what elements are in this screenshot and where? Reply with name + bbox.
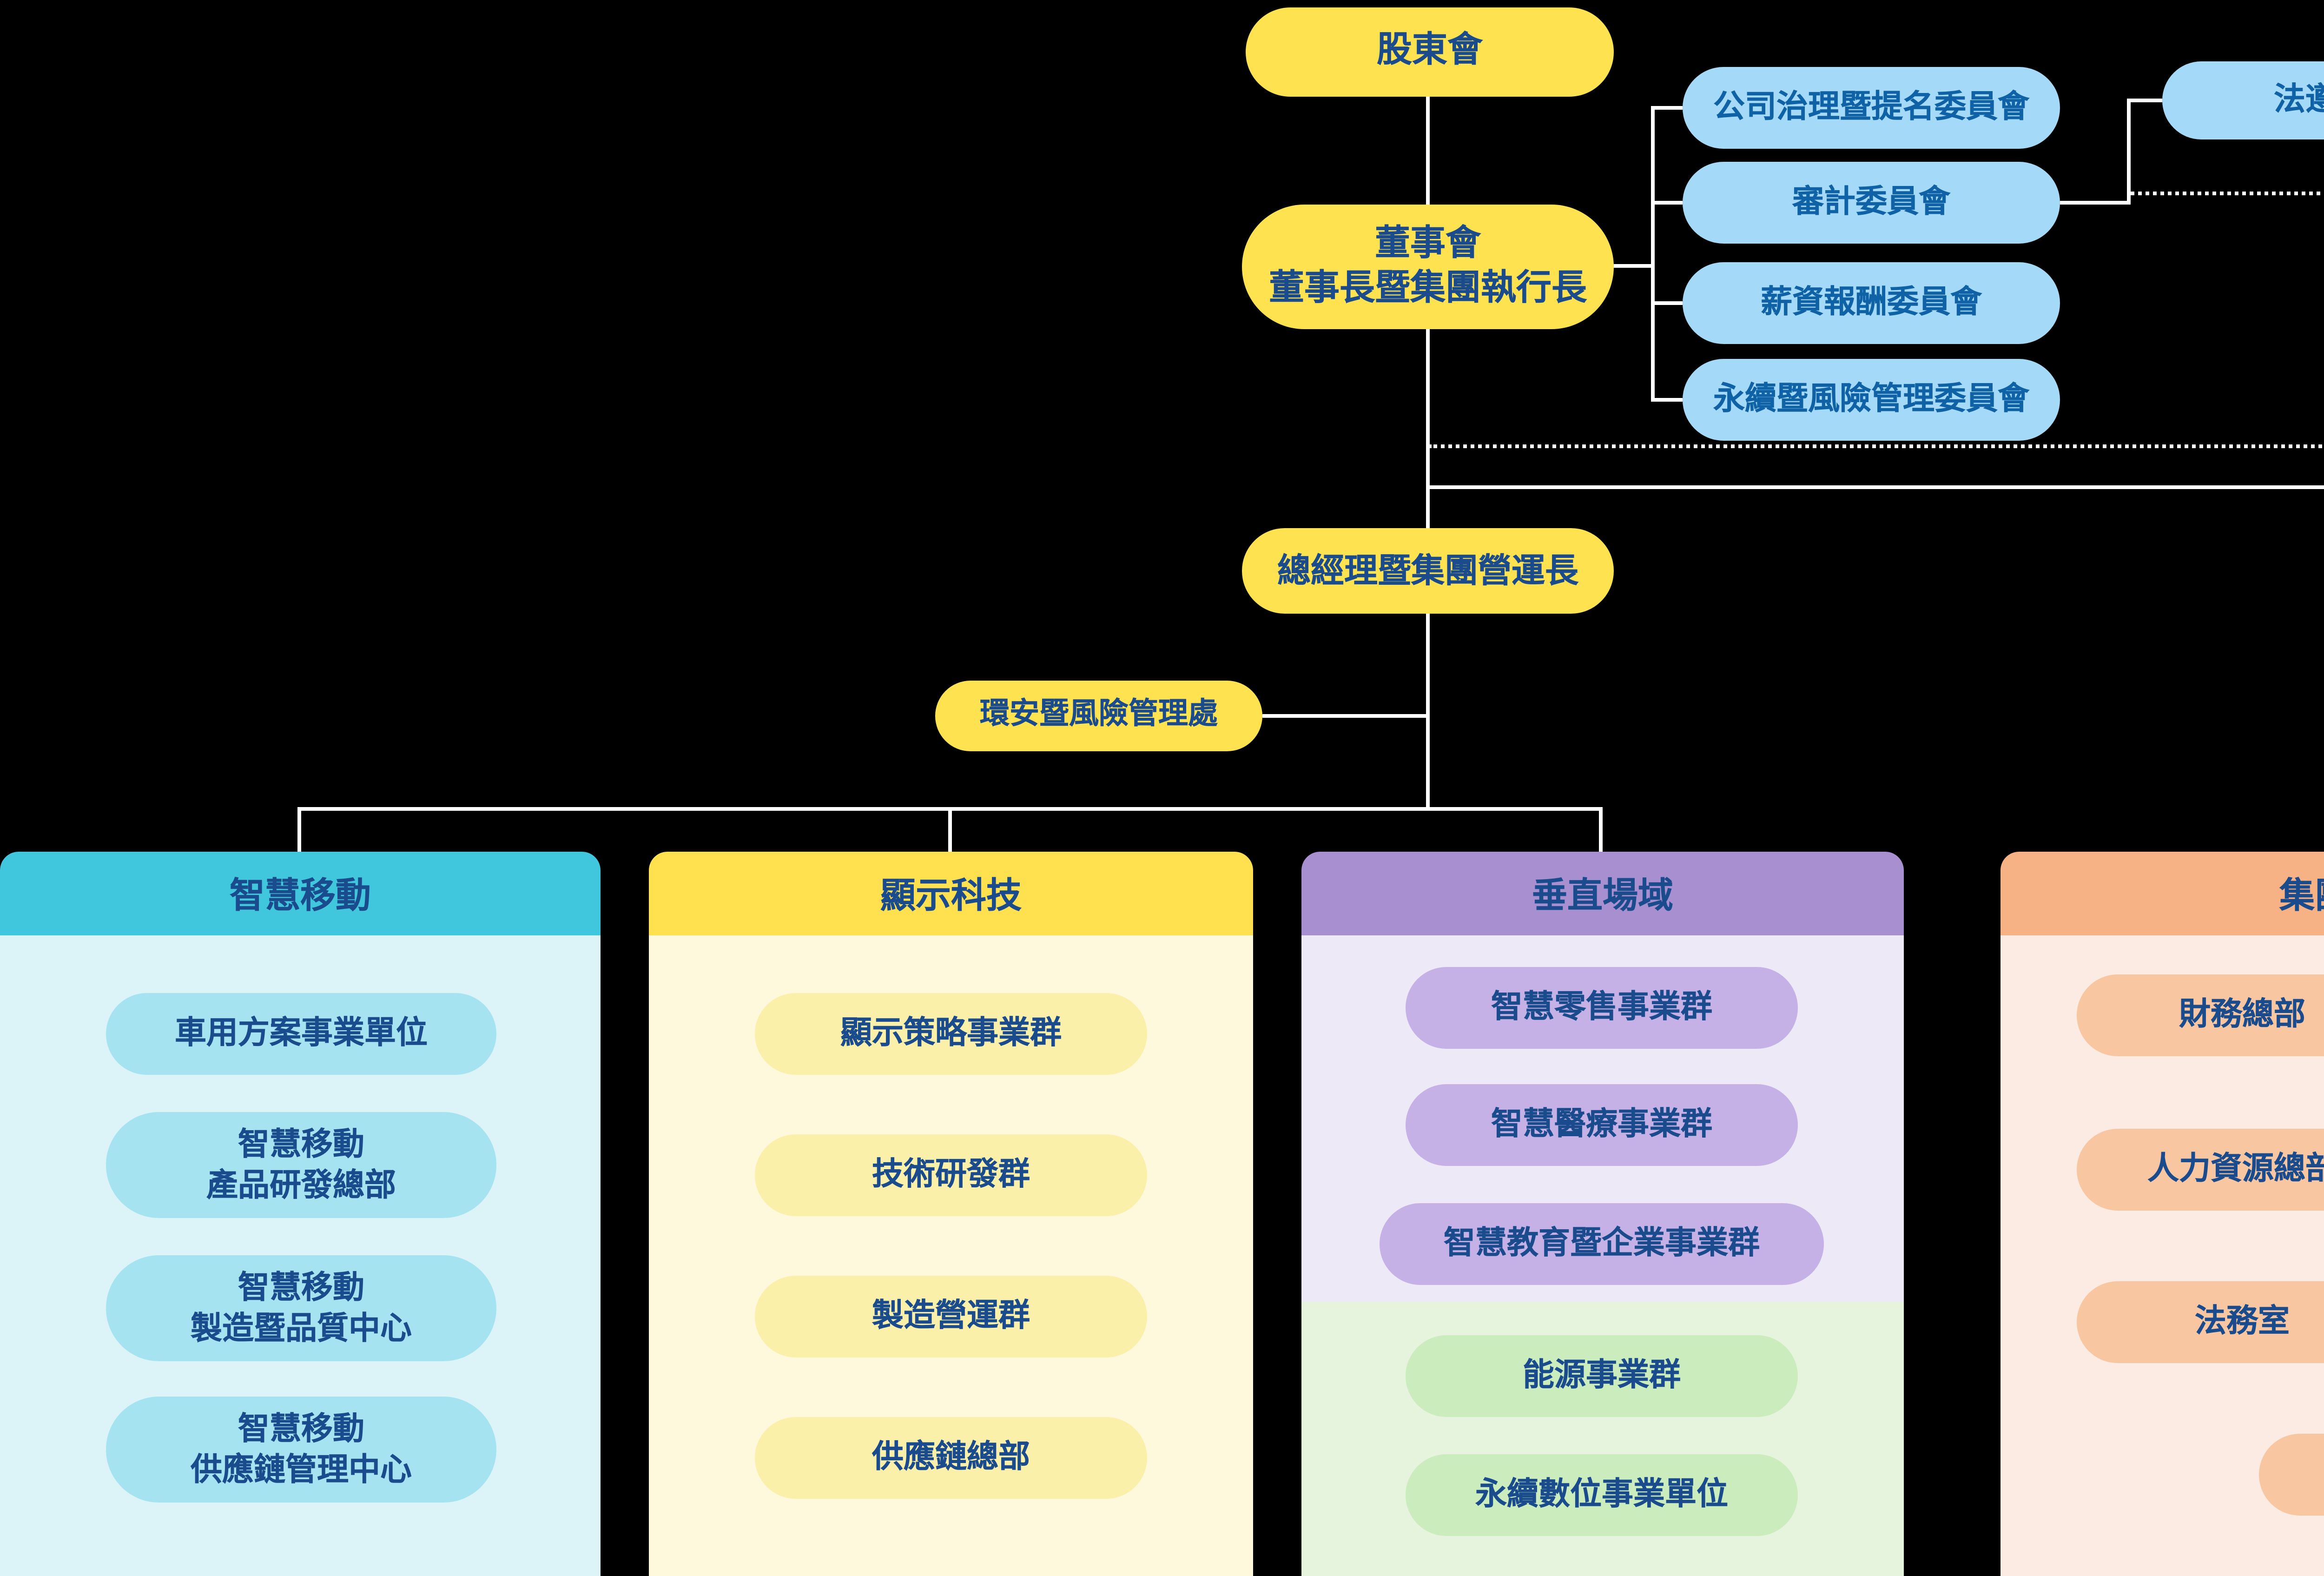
column-header-smart-mobility: 智慧移動 bbox=[0, 852, 601, 935]
connector-stub-sustainability bbox=[1651, 398, 1683, 402]
committee-node-compensation: 薪資報酬委員會 bbox=[1683, 262, 2060, 344]
connector-ehs bbox=[1262, 714, 1428, 718]
ehs-risk-office-node: 環安暨風險管理處 bbox=[935, 681, 1262, 751]
connector-drop-vertical-domains bbox=[1599, 807, 1603, 852]
unit-node-human-resources-hq: 人力資源總部 bbox=[2077, 1129, 2324, 1211]
coo-node: 總經理暨集團營運長 bbox=[1242, 528, 1614, 614]
unit-node-energy: 能源事業群 bbox=[1406, 1335, 1798, 1417]
unit-node-sustainable-digital: 永續數位事業單位 bbox=[1406, 1454, 1798, 1536]
connector-bracket-vertical bbox=[1651, 106, 1655, 402]
unit-node-smart-retail: 智慧零售事業群 bbox=[1406, 967, 1798, 1049]
connector-coo-down bbox=[1426, 614, 1430, 811]
compliance-advisor-node: 法遵總顧問 bbox=[2162, 61, 2324, 139]
connector-drop-display bbox=[948, 807, 952, 852]
connector-branch-support-h bbox=[1426, 485, 2324, 489]
dotted-connector-audit-right bbox=[2131, 192, 2324, 195]
unit-node-mobility-supply-chain: 智慧移動 供應鏈管理中心 bbox=[106, 1397, 496, 1503]
unit-node-technology-rd: 技術研發群 bbox=[755, 1134, 1147, 1216]
unit-node-finance-hq: 財務總部 bbox=[2077, 974, 2324, 1056]
board-node: 董事會 董事長暨集團執行長 bbox=[1242, 205, 1614, 329]
connector-board-coo bbox=[1426, 329, 1430, 528]
committee-node-governance-nomination: 公司治理暨提名委員會 bbox=[1683, 67, 2060, 149]
connector-drop-mobility bbox=[297, 807, 301, 852]
unit-node-smart-medical: 智慧醫療事業群 bbox=[1406, 1084, 1798, 1166]
connector-stub-governance bbox=[1651, 106, 1683, 110]
connector-board-bracket bbox=[1614, 264, 1651, 268]
column-header-group-support: 集團營運支援單位 bbox=[2000, 852, 2324, 935]
connector-audit-compliance-h bbox=[2060, 201, 2131, 205]
connector-audit-compliance-h2 bbox=[2127, 99, 2162, 102]
column-header-vertical-domains: 垂直場域 bbox=[1301, 852, 1904, 935]
committee-node-audit: 審計委員會 bbox=[1683, 162, 2060, 244]
shareholders-node: 股東會 bbox=[1246, 7, 1614, 97]
unit-node-mobility-mfg-quality: 智慧移動 製造暨品質中心 bbox=[106, 1255, 496, 1361]
unit-node-audit-office: 稽核管理處 bbox=[2259, 1434, 2324, 1516]
column-header-display-technology: 顯示科技 bbox=[649, 852, 1253, 935]
unit-node-automotive-solutions: 車用方案事業單位 bbox=[106, 993, 496, 1075]
committee-node-sustainability-risk: 永續暨風險管理委員會 bbox=[1683, 359, 2060, 441]
dotted-connector-compliance-board bbox=[1428, 444, 2324, 448]
unit-node-mobility-product-rd: 智慧移動 產品研發總部 bbox=[106, 1112, 496, 1218]
connector-shareholders-board bbox=[1426, 97, 1430, 208]
connector-stub-compensation bbox=[1651, 301, 1683, 305]
unit-node-supply-chain-hq: 供應鏈總部 bbox=[755, 1417, 1147, 1499]
unit-node-smart-education-enterprise: 智慧教育暨企業事業群 bbox=[1380, 1203, 1824, 1285]
connector-audit-compliance-v bbox=[2127, 99, 2131, 205]
unit-node-display-strategy: 顯示策略事業群 bbox=[755, 993, 1147, 1075]
unit-node-manufacturing-operations: 製造營運群 bbox=[755, 1276, 1147, 1357]
connector-stub-audit bbox=[1651, 201, 1683, 205]
unit-node-legal-office: 法務室 bbox=[2077, 1281, 2324, 1363]
